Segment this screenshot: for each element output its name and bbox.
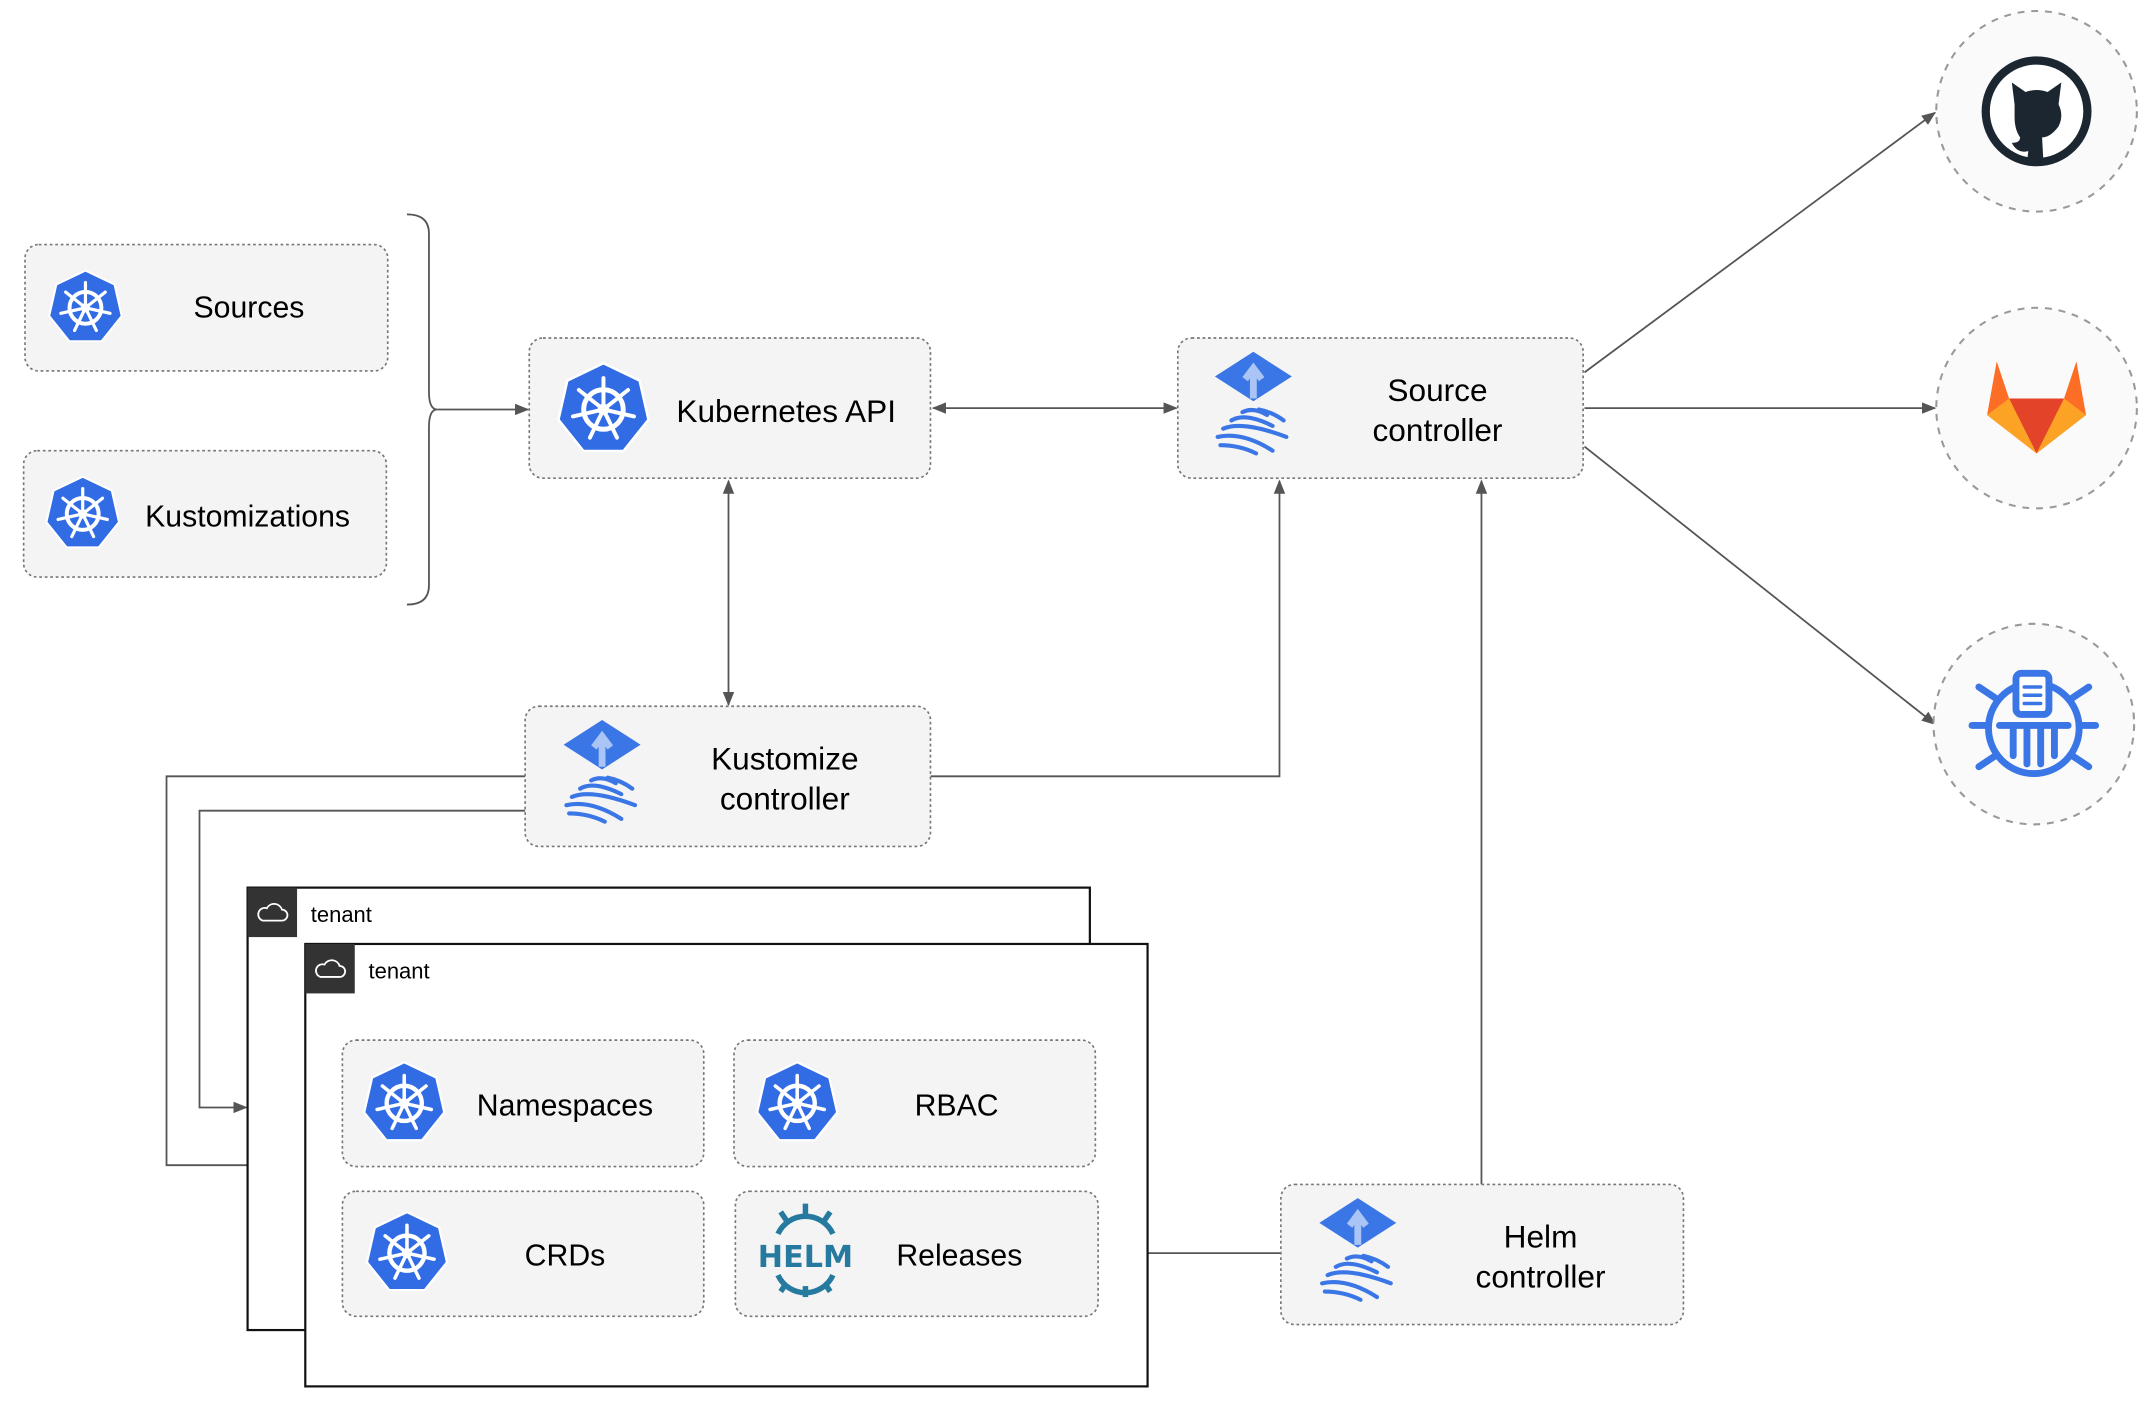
gitlab-node[interactable] — [1935, 306, 2138, 510]
tenant-label: tenant — [311, 902, 372, 927]
kustomize-controller-label-1: Kustomize — [711, 740, 858, 776]
edge-kustomize-tenant-back — [198, 809, 526, 1114]
helm-controller-node[interactable]: Helm controller — [1280, 1183, 1685, 1326]
rbac-node[interactable]: RBAC — [733, 1039, 1097, 1168]
namespaces-label: Namespaces — [477, 1090, 653, 1123]
edge-source-github — [1583, 111, 1937, 374]
bucket-node[interactable] — [1932, 622, 2136, 826]
brace — [406, 213, 438, 606]
kubernetes-api-node[interactable]: Kubernetes API — [528, 337, 932, 479]
helm-icon: HELM — [758, 1203, 853, 1298]
sources-label: Sources — [194, 291, 305, 324]
kustomize-controller-label-2: controller — [720, 780, 850, 816]
source-controller-label-2: controller — [1373, 412, 1503, 448]
releases-label: Releases — [896, 1239, 1022, 1272]
helm-controller-label-1: Helm — [1504, 1219, 1578, 1255]
kustomizations-label: Kustomizations — [145, 500, 350, 533]
namespaces-node[interactable]: Namespaces — [341, 1039, 705, 1168]
source-controller-node[interactable]: Source controller — [1176, 337, 1584, 479]
github-icon — [1981, 56, 2092, 167]
releases-node[interactable]: HELM Releases — [734, 1190, 1099, 1318]
helm-logo-text: HELM — [758, 1240, 853, 1275]
tenant-front[interactable]: tenant Namespaces RBAC CRDs — [304, 942, 1149, 1388]
helm-controller-label-2: controller — [1476, 1258, 1606, 1294]
edge-source-bucket — [1583, 445, 1937, 725]
bucket-icon — [1968, 669, 2100, 778]
edge-kustomize-tenant-front — [165, 775, 526, 1171]
crds-node[interactable]: CRDs — [341, 1190, 705, 1318]
rbac-label: RBAC — [915, 1090, 999, 1123]
github-node[interactable] — [1935, 9, 2138, 213]
tenant-label: tenant — [369, 958, 430, 983]
kustomizations-node[interactable]: Kustomizations — [22, 449, 388, 578]
edge-kustomize-source — [930, 479, 1286, 778]
source-controller-label-1: Source — [1387, 372, 1487, 408]
sources-node[interactable]: Sources — [24, 243, 389, 372]
gitlab-icon — [1987, 361, 2087, 454]
crds-label: CRDs — [525, 1239, 606, 1272]
kubernetes-api-label: Kubernetes API — [676, 393, 896, 429]
kustomize-controller-node[interactable]: Kustomize controller — [524, 705, 932, 848]
